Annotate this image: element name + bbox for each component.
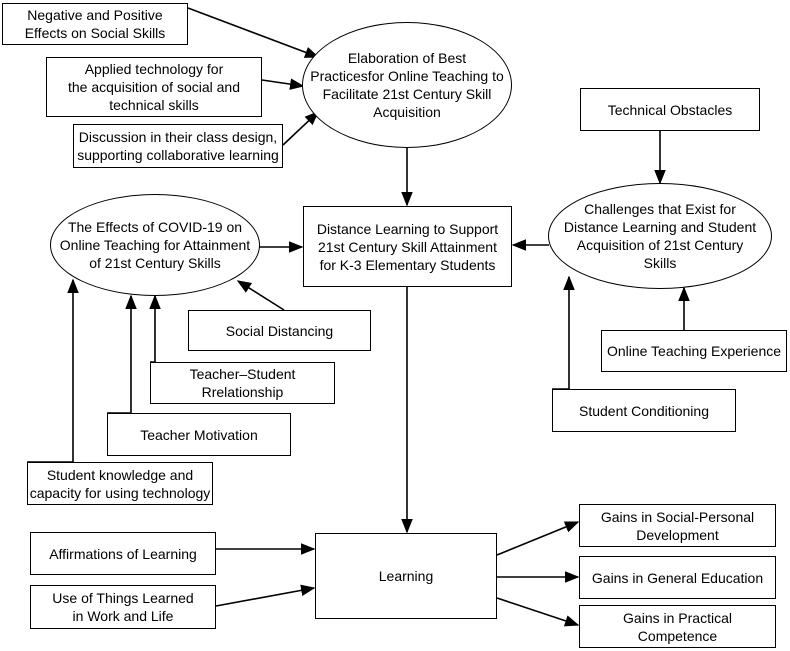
node-learning: Learning [315,533,497,619]
node-teacher-student-relationship: Teacher–Student Rrelationship [150,362,335,404]
node-challenges: Challenges that Exist for Distance Learn… [548,183,772,289]
node-best-practices: Elaboration of Best Practicesfor Online … [302,22,512,148]
node-student-conditioning: Student Conditioning [552,389,736,432]
node-negative-positive-effects: Negative and Positive Effects on Social … [2,3,188,45]
arrow-teachermotivation-to-covid [107,294,137,414]
node-discussion-class-design: Discussion in their class design, suppor… [73,124,283,168]
node-affirmations-of-learning: Affirmations of Learning [30,532,216,575]
node-applied-technology: Applied technology for the acquisition o… [46,57,262,117]
arrow-studentconditioning-to-challenges [552,275,575,390]
arrow-negpos-to-bestpractices [187,7,320,58]
node-covid-effects: The Effects of COVID-19 on Online Teachi… [50,194,260,296]
arrow-appliedtech-to-bestpractices [261,78,305,90]
node-online-teaching-experience: Online Teaching Experience [601,330,787,372]
arrow-learning-to-gainssocial [496,521,580,556]
arrow-teacherstudent-to-covid [149,294,161,363]
node-social-distancing: Social Distancing [188,310,371,351]
node-gains-practical-competence: Gains in Practical Competence [579,605,776,648]
arrow-socialdistancing-to-covid [236,280,285,311]
node-technical-obstacles: Technical Obstacles [580,88,760,131]
arrow-usethings-to-learning [215,584,316,607]
node-teacher-motivation: Teacher Motivation [107,413,291,456]
node-gains-social-personal: Gains in Social-Personal Development [579,504,776,547]
arrow-studentknowledge-to-covid [27,278,79,463]
node-gains-general-education: Gains in General Education [579,556,776,599]
node-student-knowledge: Student knowledge and capacity for using… [27,462,213,505]
node-distance-learning: Distance Learning to Support 21st Centur… [303,206,512,287]
arrow-learning-to-gainspractical [496,597,580,627]
node-use-of-things-learned: Use of Things Learned in Work and Life [30,585,216,629]
